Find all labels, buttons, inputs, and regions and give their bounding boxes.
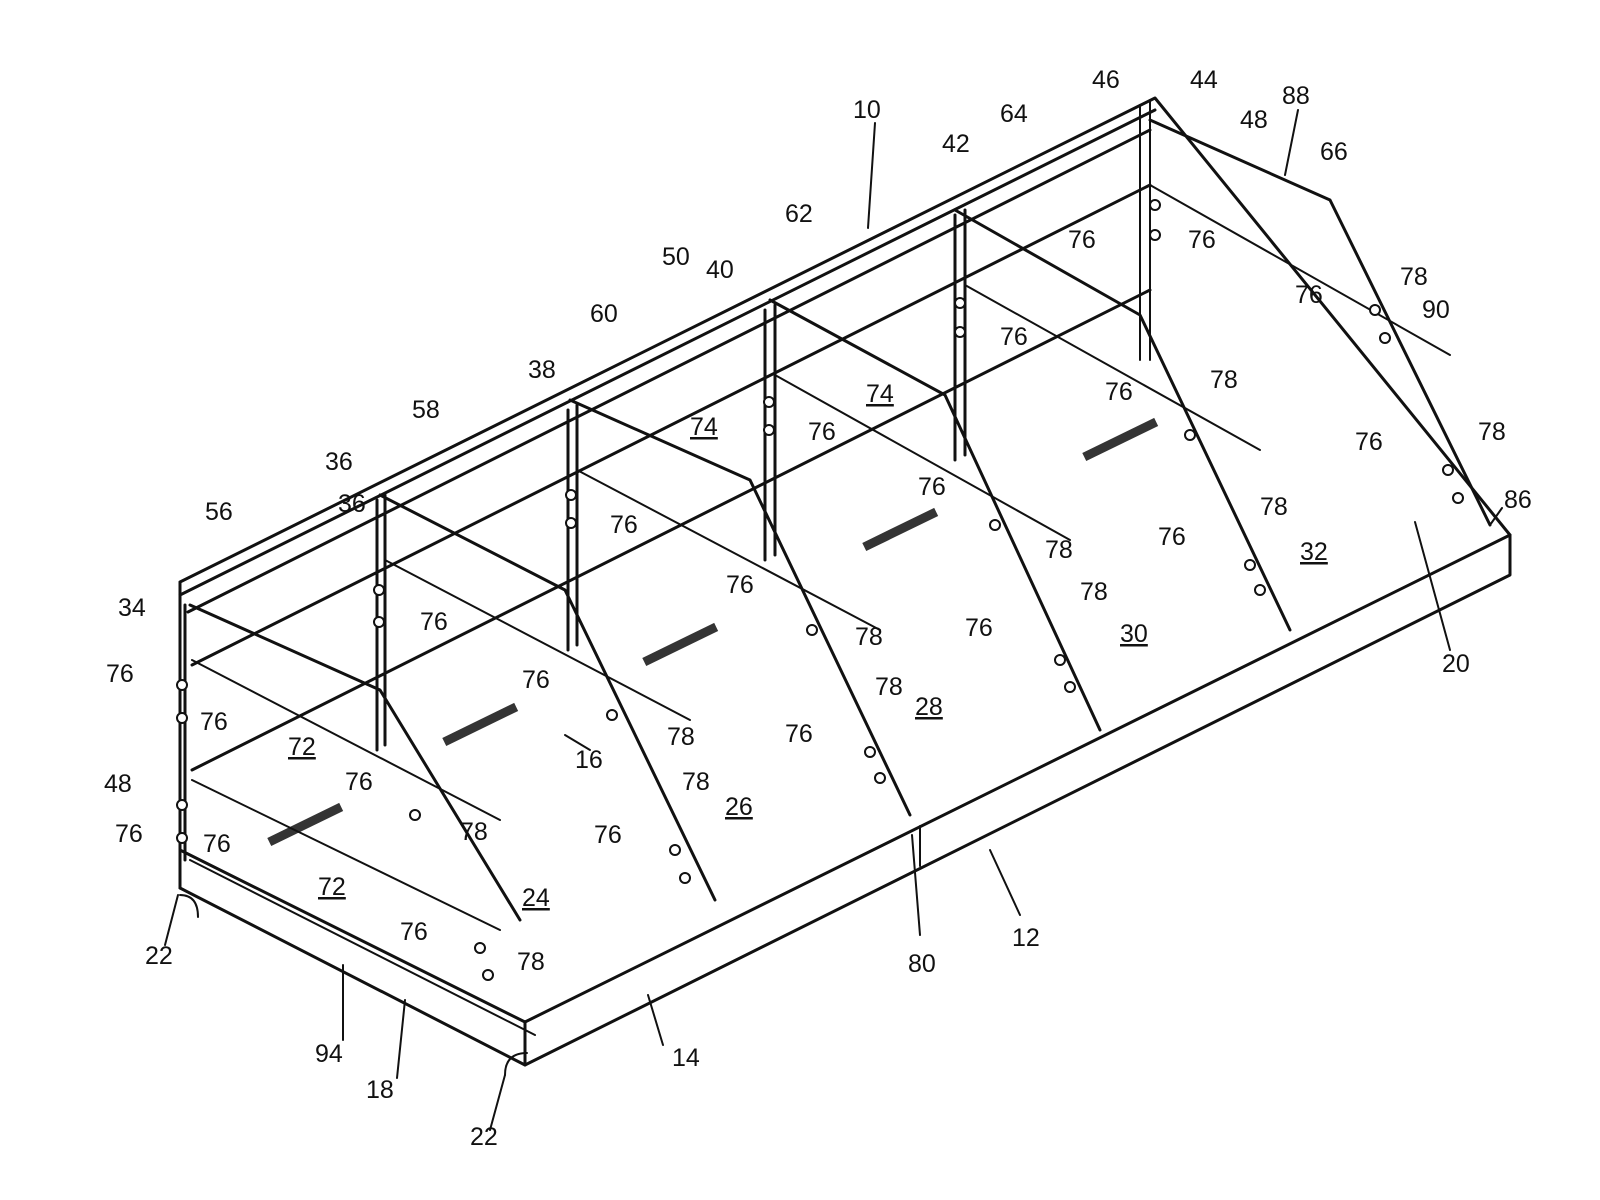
ref-76: 76: [610, 511, 638, 539]
ref-10: 10: [853, 96, 881, 124]
ref-22-lower: 22: [470, 1123, 498, 1151]
ref-36-right: 36: [325, 448, 353, 476]
ref-72-upper: 72: [288, 733, 316, 761]
ref-66: 66: [1320, 138, 1348, 166]
ref-76: 76: [345, 768, 373, 796]
back-wall: [180, 100, 1155, 770]
ref-22-upper: 22: [145, 942, 173, 970]
ref-18: 18: [366, 1076, 394, 1104]
ref-30: 30: [1120, 620, 1148, 648]
ref-76: 76: [1188, 226, 1216, 254]
leader-lines: [165, 110, 1502, 1130]
ref-28: 28: [915, 693, 943, 721]
ref-78: 78: [1080, 578, 1108, 606]
ref-76: 76: [808, 418, 836, 446]
ref-74-left: 74: [690, 413, 718, 441]
ref-76: 76: [200, 708, 228, 736]
ref-50: 50: [662, 243, 690, 271]
ref-64: 64: [1000, 100, 1028, 128]
ref-14: 14: [672, 1044, 700, 1072]
ref-88: 88: [1282, 82, 1310, 110]
ref-76: 76: [785, 720, 813, 748]
ref-76: 76: [1105, 378, 1133, 406]
ref-76: 76: [522, 666, 550, 694]
ref-36-left: 36: [338, 490, 366, 518]
ref-60: 60: [590, 300, 618, 328]
ref-48-left: 48: [104, 770, 132, 798]
ref-76: 76: [965, 614, 993, 642]
ref-76: 76: [203, 830, 231, 858]
ref-58: 58: [412, 396, 440, 424]
ref-78: 78: [1210, 366, 1238, 394]
ref-38: 38: [528, 356, 556, 384]
ref-90: 90: [1422, 296, 1450, 324]
ref-78: 78: [1478, 418, 1506, 446]
ref-34: 34: [118, 594, 146, 622]
ref-78: 78: [875, 673, 903, 701]
ref-26: 26: [725, 793, 753, 821]
floor-slats: [267, 418, 1158, 846]
ref-24: 24: [522, 884, 550, 912]
ref-76: 76: [400, 918, 428, 946]
reference-numerals: 10 12 14 16 18 20 22 22 24 26 28 30 32 3…: [104, 66, 1532, 1151]
ref-72-lower: 72: [318, 873, 346, 901]
ref-76: 76: [726, 571, 754, 599]
ref-94: 94: [315, 1040, 343, 1068]
ref-74-right: 74: [866, 380, 894, 408]
ref-76: 76: [918, 473, 946, 501]
ref-32: 32: [1300, 538, 1328, 566]
ref-62: 62: [785, 200, 813, 228]
ref-46: 46: [1092, 66, 1120, 94]
ref-76: 76: [420, 608, 448, 636]
ref-76: 76: [115, 820, 143, 848]
crossbars: [192, 185, 1450, 930]
ref-78: 78: [682, 768, 710, 796]
ref-76: 76: [1000, 323, 1028, 351]
ref-76: 76: [106, 660, 134, 688]
ref-20: 20: [1442, 650, 1470, 678]
ref-56: 56: [205, 498, 233, 526]
ref-44: 44: [1190, 66, 1218, 94]
ref-76: 76: [1295, 281, 1323, 309]
ref-86: 86: [1504, 486, 1532, 514]
ref-78: 78: [855, 623, 883, 651]
ref-40: 40: [706, 256, 734, 284]
ref-76: 76: [1158, 523, 1186, 551]
ref-80: 80: [908, 950, 936, 978]
ref-48-top: 48: [1240, 106, 1268, 134]
ref-16: 16: [575, 746, 603, 774]
ref-78: 78: [517, 948, 545, 976]
ref-78: 78: [667, 723, 695, 751]
ref-42: 42: [942, 130, 970, 158]
ref-78: 78: [460, 818, 488, 846]
ref-76: 76: [1068, 226, 1096, 254]
ref-76: 76: [594, 821, 622, 849]
ref-76: 76: [1355, 428, 1383, 456]
ref-78: 78: [1045, 536, 1073, 564]
ref-78: 78: [1260, 493, 1288, 521]
ref-12: 12: [1012, 924, 1040, 952]
ref-78: 78: [1400, 263, 1428, 291]
